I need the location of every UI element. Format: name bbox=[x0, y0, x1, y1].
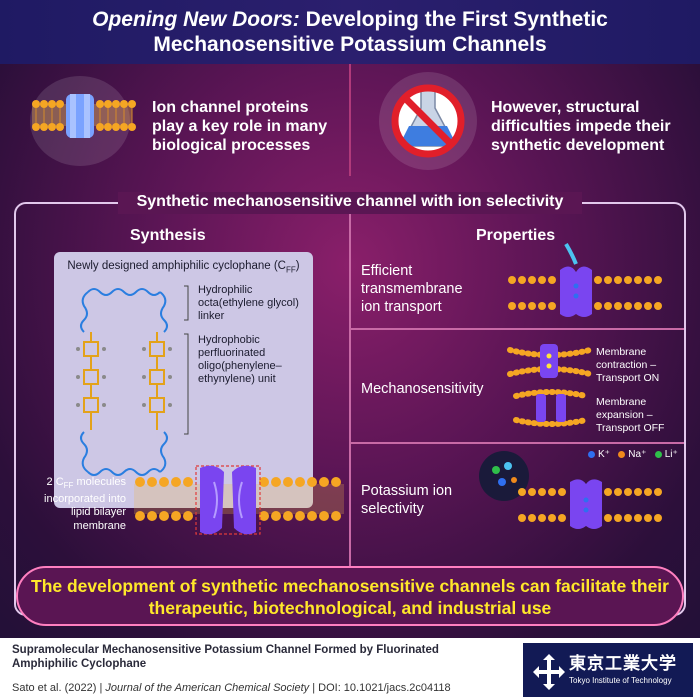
bilayer-cff-icon bbox=[134, 465, 344, 535]
header-banner: Opening New Doors: Developing the First … bbox=[0, 0, 700, 64]
bilayer-label: 2 CFF molecules incorporated into lipid … bbox=[44, 476, 126, 532]
intro-divider bbox=[349, 64, 351, 176]
cyclophane-box: Newly designed amphiphilic cyclophane (C… bbox=[54, 252, 313, 508]
panel-title-background bbox=[118, 192, 582, 214]
property-divider bbox=[349, 442, 684, 444]
bracket-icon bbox=[184, 285, 189, 435]
intro-left-text: Ion channel proteins play a key role in … bbox=[152, 99, 328, 154]
main-area: Ion channel proteins play a key role in … bbox=[0, 64, 700, 638]
contraction-label: Membrane contraction – Transport ON bbox=[596, 346, 660, 384]
conclusion-banner: The development of synthetic mechanosens… bbox=[16, 566, 684, 626]
legend-k: K⁺ bbox=[588, 449, 610, 460]
title-rest: Developing the First Synthetic bbox=[299, 8, 608, 31]
intro-right-text: However, structural difficulties impede … bbox=[491, 99, 671, 154]
property-mechanosensitivity: Mechanosensitivity bbox=[361, 381, 484, 397]
properties-heading: Properties bbox=[476, 227, 556, 244]
prohibited-flask-icon bbox=[391, 84, 465, 158]
university-logo: 東京工業大学 Tokyo Institute of Technology bbox=[523, 643, 693, 697]
logo-japanese: 東京工業大学 bbox=[569, 654, 677, 673]
intro-ion-channel: Ion channel proteins play a key role in … bbox=[0, 64, 349, 176]
property-transport: Efficient transmembrane ion transport bbox=[361, 263, 463, 315]
title-line-1: Opening New Doors: Developing the First … bbox=[0, 7, 700, 32]
logo-english: Tokyo Institute of Technology bbox=[569, 676, 672, 685]
synthesis-heading: Synthesis bbox=[130, 227, 206, 244]
expansion-label: Membrane expansion – Transport OFF bbox=[596, 396, 665, 434]
cyclophane-structure-icon bbox=[76, 288, 172, 476]
hydrophilic-label: Hydrophilic octa(ethylene glycol) linker bbox=[198, 284, 299, 322]
ion-legend: K⁺ Na⁺ Li⁺ bbox=[588, 449, 678, 460]
intro-difficulty: However, structural difficulties impede … bbox=[351, 64, 700, 176]
membrane-channel-icon bbox=[32, 94, 136, 138]
cyclophane-title: Newly designed amphiphilic cyclophane (C… bbox=[67, 260, 300, 275]
citation: Sato et al. (2022) | Journal of the Amer… bbox=[12, 682, 451, 694]
mechanosensitive-channels-icon bbox=[507, 344, 593, 427]
panel-title: Synthetic mechanosensitive channel with … bbox=[136, 193, 564, 210]
selectivity-zoom-icon bbox=[479, 451, 529, 501]
selective-channel-icon bbox=[518, 479, 662, 529]
legend-na: Na⁺ bbox=[618, 449, 646, 460]
property-selectivity: Potassium ion selectivity bbox=[361, 483, 453, 517]
transport-channel-icon bbox=[508, 242, 662, 317]
legend-li: Li⁺ bbox=[654, 449, 678, 460]
panel-column-divider bbox=[349, 214, 351, 614]
tokyo-tech-emblem-icon bbox=[529, 650, 569, 690]
title-italic: Opening New Doors: bbox=[92, 8, 300, 31]
paper-title: Supramolecular Mechanosensitive Potassiu… bbox=[12, 644, 439, 670]
hydrophobic-label: Hydrophobic perfluorinated oligo(phenyle… bbox=[198, 334, 282, 385]
title-line-2: Mechanosensitive Potassium Channels bbox=[153, 33, 547, 56]
property-divider bbox=[349, 328, 684, 330]
